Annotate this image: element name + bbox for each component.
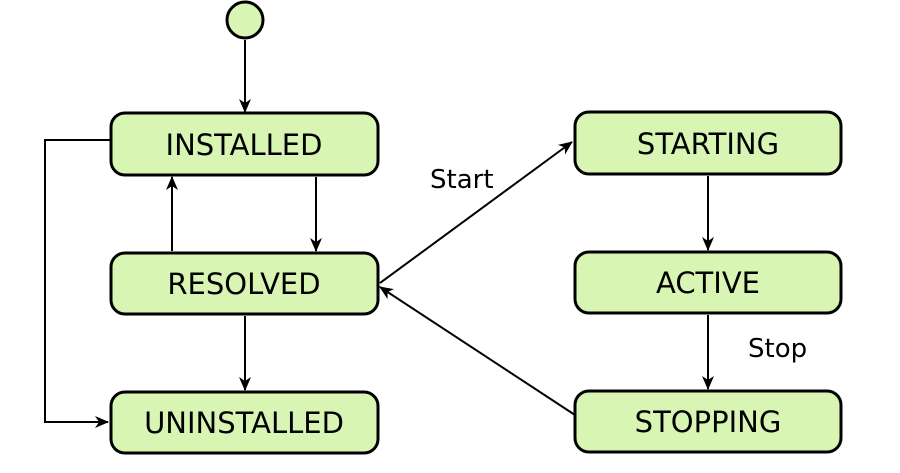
state-stopping-box <box>573 389 843 454</box>
state-installed: INSTALLED <box>109 111 380 177</box>
state-starting: STARTING <box>573 110 843 176</box>
state-active-box <box>573 250 843 315</box>
state-installed-label: INSTALLED <box>166 128 323 162</box>
state-resolved-label: RESOLVED <box>167 267 320 301</box>
state-uninstalled-label: UNINSTALLED <box>144 406 344 440</box>
state-resolved-box <box>109 251 380 316</box>
state-installed-box <box>109 111 380 177</box>
state-stopping-label: STOPPING <box>635 405 782 439</box>
edge-installed-to-uninstalled <box>44 139 111 428</box>
state-active: ACTIVE <box>573 250 843 315</box>
edge-stopping-to-resolved <box>379 286 576 416</box>
start-transition-label: Start <box>430 165 494 195</box>
initial-state-node <box>225 0 265 40</box>
state-resolved: RESOLVED <box>109 251 380 316</box>
state-uninstalled-box <box>109 390 380 455</box>
state-uninstalled: UNINSTALLED <box>109 390 380 455</box>
state-starting-box <box>573 110 843 176</box>
edge-resolved-to-starting <box>379 141 573 284</box>
stop-transition-label: Stop <box>748 334 807 364</box>
state-stopping: STOPPING <box>573 389 843 454</box>
state-starting-label: STARTING <box>637 127 779 161</box>
state-active-label: ACTIVE <box>656 266 760 300</box>
